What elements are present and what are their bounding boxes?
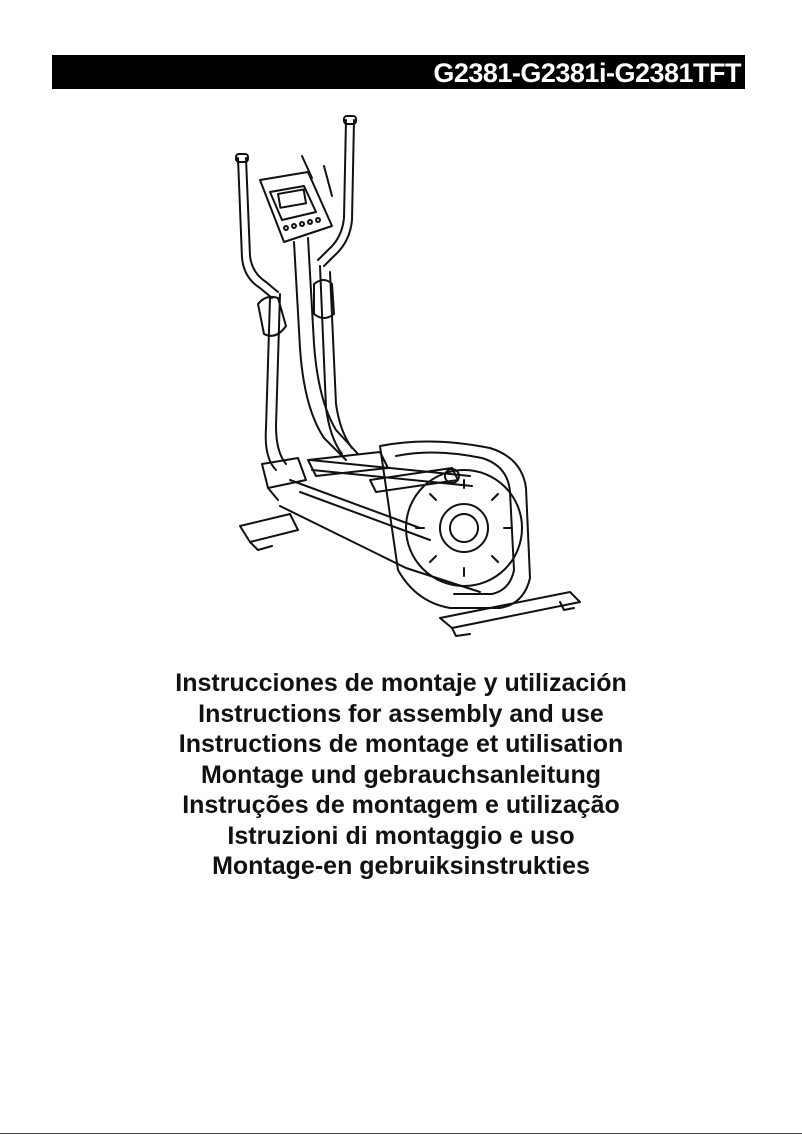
model-numbers: G2381-G2381i-G2381TFT [433, 58, 741, 88]
instruction-title-list: Instrucciones de montaje y utilización I… [0, 668, 802, 882]
title-portuguese: Instruções de montagem e utilização [182, 791, 620, 819]
title-english: Instructions for assembly and use [198, 699, 604, 728]
bottom-rule [0, 1133, 802, 1134]
title-french: Instructions de montage et utilisation [178, 730, 624, 758]
model-header-bar: G2381-G2381i-G2381TFT [52, 55, 745, 89]
title-dutch: Montage-en gebruiksinstrukties [212, 852, 590, 880]
elliptical-trainer-illustration [235, 115, 581, 637]
title-spanish: Instrucciones de montaje y utilización [175, 669, 627, 697]
title-german: Montage und gebrauchsanleitung [200, 760, 601, 789]
title-italian: Istruzioni di montaggio e uso [227, 821, 575, 850]
